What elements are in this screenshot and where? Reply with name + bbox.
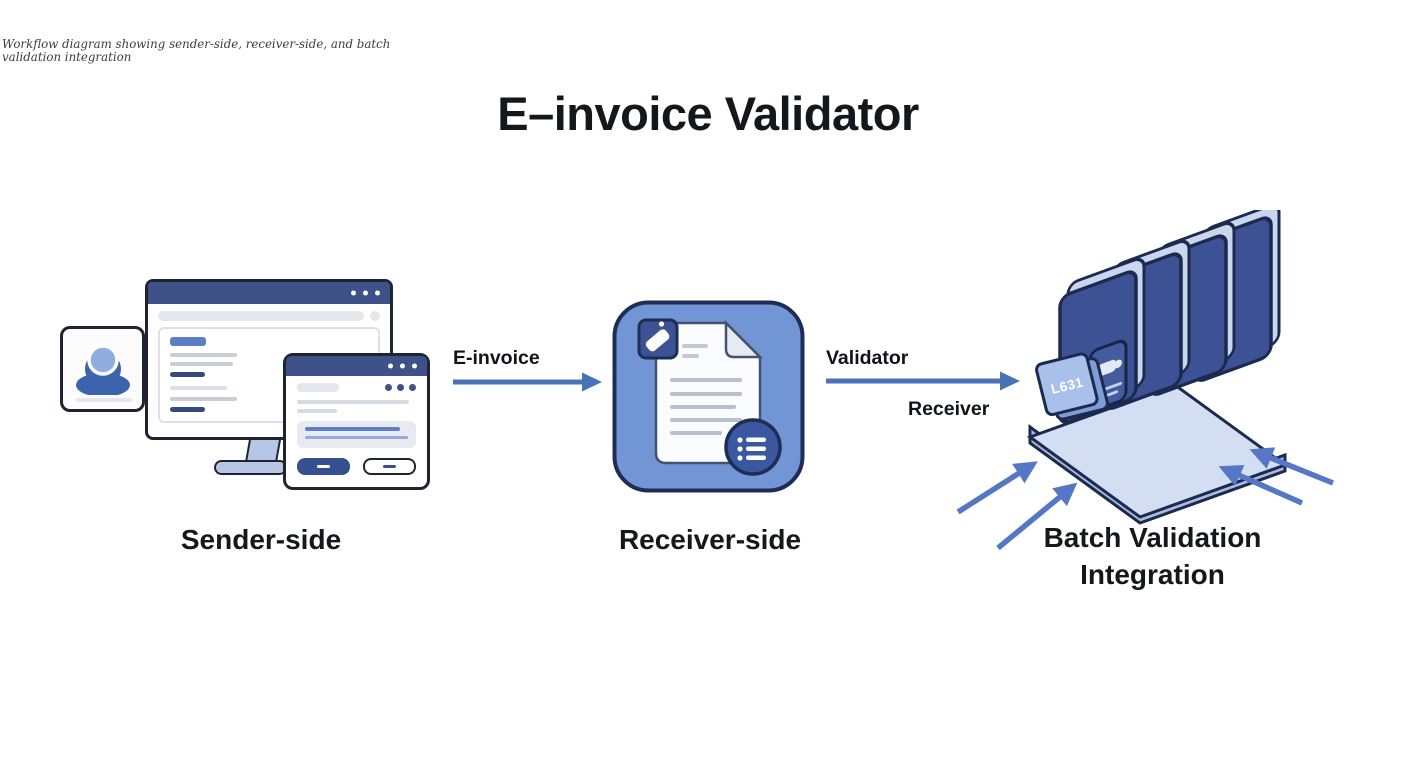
monitor-stand-neck: [245, 440, 281, 462]
placeholder-pill: [297, 383, 339, 392]
window-titlebar: [286, 356, 427, 376]
placeholder-heading: [170, 337, 206, 346]
placeholder-link: [170, 372, 205, 377]
placeholder-line: [297, 409, 337, 413]
address-bar-icon: [370, 311, 380, 321]
text-placeholder-line: [76, 398, 132, 402]
batch-label: Batch Validation Integration: [1000, 520, 1305, 594]
e-invoice-arrow-icon: [453, 372, 602, 392]
batch-label-line2: Integration: [1080, 558, 1225, 590]
stamp-badge-icon: [637, 318, 679, 360]
batch-label-line1: Batch Validation: [1043, 522, 1262, 553]
primary-button-placeholder: [297, 458, 350, 475]
user-card: [60, 326, 145, 412]
e-invoice-flow-label: E-invoice: [453, 347, 540, 369]
incoming-arrows: [956, 447, 1335, 551]
batch-server-illustration: L631: [956, 210, 1335, 551]
chip-module: L631: [1035, 352, 1109, 421]
receiver-document-icon: [612, 300, 805, 493]
monitor-stand-base: [214, 460, 287, 475]
receiver-label: Receiver-side: [618, 524, 802, 555]
window-dots-icon: [388, 363, 417, 369]
page-title: E–invoice Validator: [497, 87, 919, 140]
placeholder-line: [297, 400, 409, 404]
window-titlebar: [148, 282, 390, 304]
placeholder-link: [170, 407, 205, 412]
placeholder-line: [170, 397, 237, 401]
placeholder-line: [170, 353, 237, 357]
sender-label: Sender-side: [180, 524, 342, 555]
form-field-placeholder: [297, 421, 416, 448]
secondary-button-placeholder: [363, 458, 416, 475]
receiver-flow-label: Receiver: [908, 398, 990, 420]
address-bar: [158, 311, 380, 321]
placeholder-line: [170, 386, 227, 390]
caption: Workflow diagram showing sender-side, re…: [2, 37, 391, 65]
user-avatar-icon: [76, 344, 130, 395]
menu-dots-icon: [385, 384, 416, 391]
popup-window: [283, 353, 430, 490]
window-dots-icon: [351, 290, 380, 296]
list-badge-icon: [724, 418, 782, 476]
placeholder-line: [170, 362, 233, 366]
validator-flow-label: Validator: [826, 347, 909, 369]
